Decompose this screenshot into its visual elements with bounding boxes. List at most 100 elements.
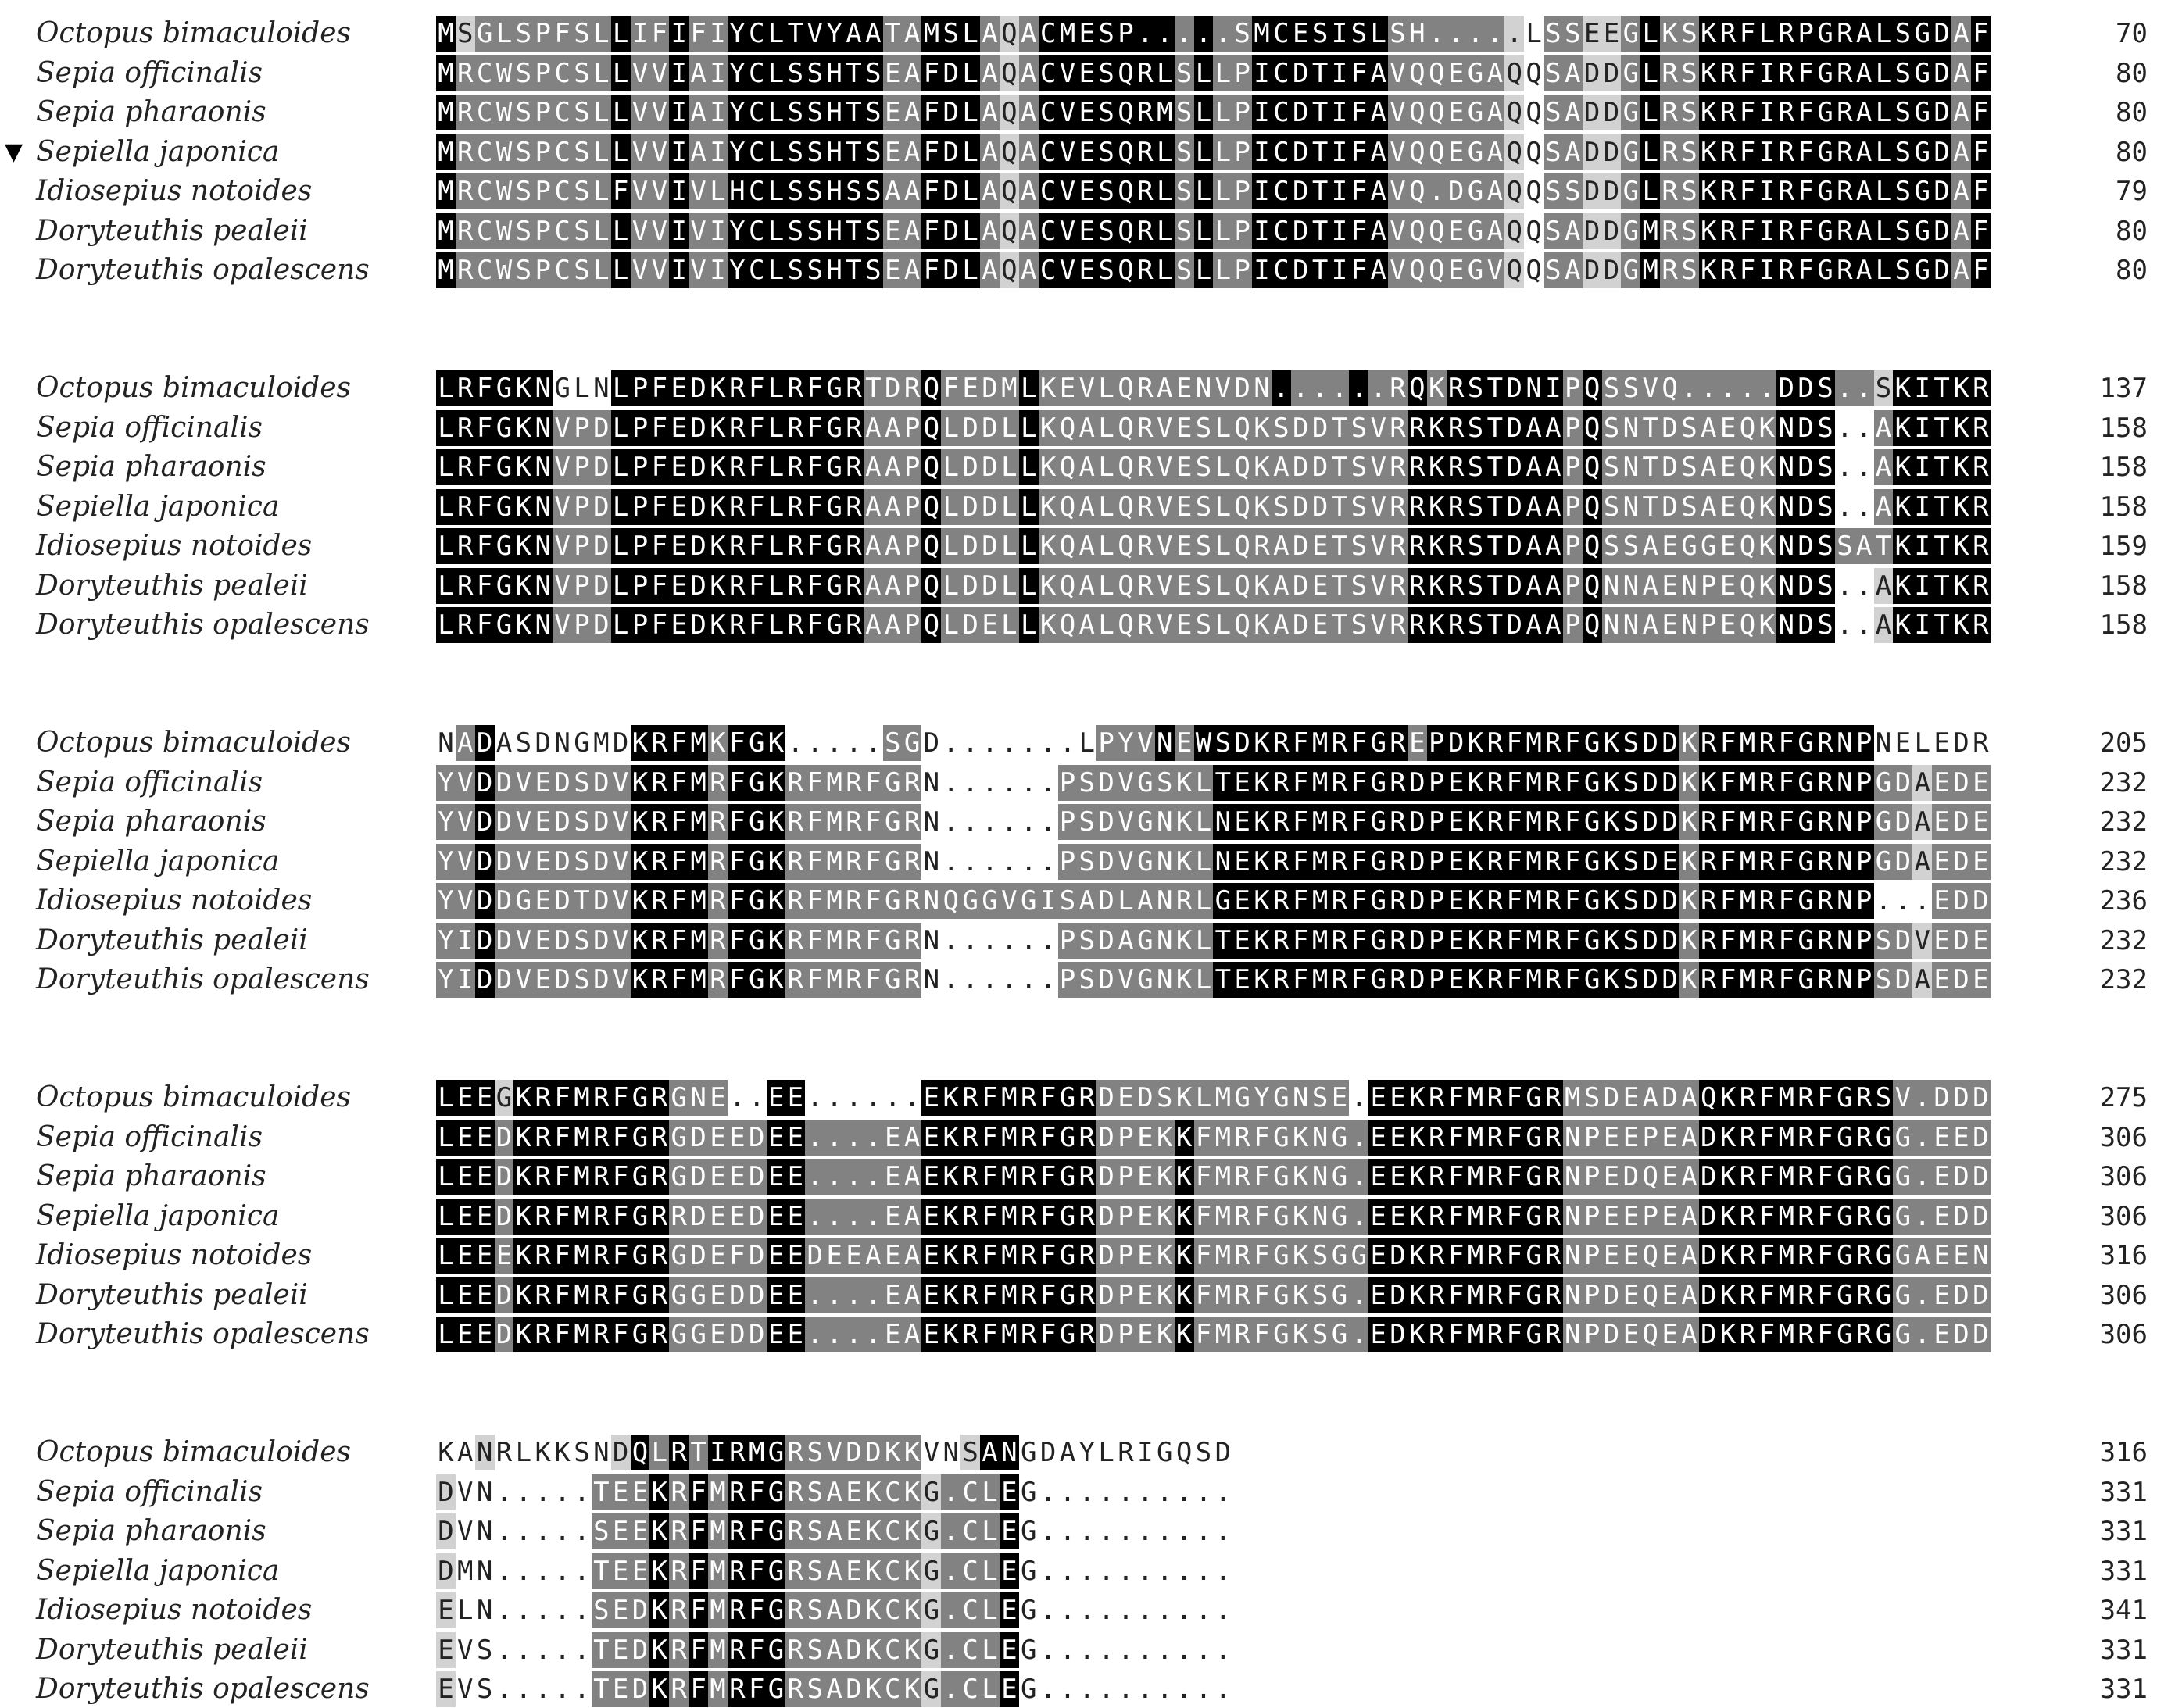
residue: R [1485,804,1505,840]
residue: G [1582,804,1602,840]
residue: N [476,1476,493,1508]
residue: . [943,727,960,759]
residue: D [591,764,611,801]
residue: K [513,1119,534,1156]
residue: K [1290,1119,1311,1156]
residue: E [999,1513,1019,1549]
residue: . [1078,1476,1096,1508]
residue: E [669,567,689,604]
residue: E [1932,1317,1952,1352]
residue: . [826,727,842,759]
residue: D [1601,134,1622,170]
residue: K [1252,607,1272,643]
residue: K [1757,488,1777,525]
residue: D [689,488,709,525]
residue: L [591,55,611,91]
residue: S [1601,409,1622,446]
residue: F [1776,804,1797,840]
residue: K [902,1631,922,1668]
residue: E [533,843,553,880]
residue: R [1485,922,1505,959]
species-name: Sepia officinalis [36,411,263,444]
residue: R [785,1513,806,1549]
residue: G [921,1592,942,1628]
residue: D [1951,804,1971,840]
residue: G [1582,962,1602,998]
residue: F [1776,883,1797,919]
residue: L [591,16,611,52]
residue: C [882,1631,903,1668]
residue: F [1038,1080,1058,1116]
residue: R [1776,55,1797,91]
residue: T [1329,528,1350,564]
residue: V [610,843,631,880]
residue: R [1135,134,1155,170]
residue: A [863,528,883,564]
residue: R [649,883,670,919]
residue: D [553,843,573,880]
residue: . [943,924,960,956]
residue: L [1213,567,1233,604]
residue: . [941,1592,961,1628]
residue: G [1815,213,1835,249]
residue: M [436,16,456,52]
residue: . [515,1595,532,1626]
residue: G [1873,764,1894,801]
residue: C [960,1553,981,1589]
residue: G [1582,922,1602,959]
residue: E [455,1119,475,1156]
residue: M [1465,1159,1486,1195]
residue: F [746,528,767,564]
residue: F [921,134,942,170]
residue: D [591,962,611,998]
residue: . [825,1159,845,1195]
residue: L [766,449,786,485]
residue: . [982,806,998,838]
residue: L [1018,449,1039,485]
residue: G [689,1277,709,1313]
residue: F [1446,1159,1466,1195]
residue: G [1873,1277,1894,1313]
residue: S [1893,213,1913,249]
residue: Q [1582,370,1602,406]
species-name: Doryteuthis opalescens [36,963,370,995]
residue: . [1329,370,1350,406]
species-name: Sepia officinalis [36,56,263,89]
residue: C [553,95,573,130]
residue: P [1698,567,1719,604]
residue: P [1426,725,1447,761]
residue: R [1426,1080,1447,1116]
residue: L [980,1592,1000,1628]
residue: S [572,95,592,130]
residue: C [474,213,495,249]
residue: . [1059,1634,1076,1666]
residue: . [1737,370,1758,406]
residue: F [805,449,825,485]
residue: L [941,607,961,643]
residue: G [474,16,495,52]
residue: N [1834,804,1855,840]
residue: R [649,725,670,761]
residue: R [1698,883,1719,919]
residue: R [1232,1317,1253,1352]
residue: G [1796,843,1816,880]
residue: A [882,449,903,485]
residue: . [1912,1159,1933,1195]
residue: S [513,252,534,288]
residue: R [727,1592,747,1628]
residue: F [746,1631,767,1668]
residue: . [554,1516,571,1547]
residue: . [515,1516,532,1547]
residue: . [805,1277,825,1313]
residue: P [902,488,922,525]
residue: R [785,1592,806,1628]
residue: Y [825,16,845,52]
residue: G [1796,883,1816,919]
residue: E [455,1317,475,1352]
residue: R [1757,883,1777,919]
residue: G [766,1631,786,1668]
residue: S [1621,804,1641,840]
